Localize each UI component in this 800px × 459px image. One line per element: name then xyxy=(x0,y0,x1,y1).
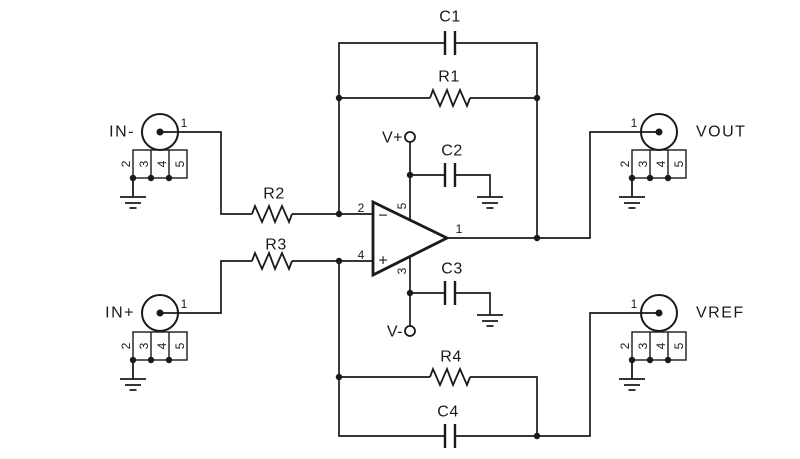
resistor-r1 xyxy=(429,87,471,109)
opamp-pin-inverting: 2 xyxy=(358,201,365,215)
wire-bottom-feedback xyxy=(338,261,659,437)
vout-pin1: 1 xyxy=(631,116,638,130)
label-vplus: V+ xyxy=(382,130,403,147)
junction-dot xyxy=(335,94,343,102)
junction-dot xyxy=(533,432,541,440)
pin-header-dividers xyxy=(150,150,170,178)
capacitor-c4 xyxy=(443,424,457,448)
label-vminus: V- xyxy=(387,324,403,341)
in-plus-pin1: 1 xyxy=(181,297,188,311)
wire-output xyxy=(447,131,659,239)
opamp-pin-output: 1 xyxy=(456,222,463,236)
terminal-vminus xyxy=(404,325,416,337)
opamp-triangle xyxy=(371,199,451,278)
opamp xyxy=(371,199,451,278)
junction-dot xyxy=(335,373,343,381)
junction-dot xyxy=(406,171,414,179)
pin-header-dividers xyxy=(649,332,669,360)
capacitor-c1 xyxy=(443,31,457,55)
junction-dot xyxy=(628,174,636,182)
label-r2: R2 xyxy=(263,186,284,203)
resistor-r4 xyxy=(429,366,471,388)
vref-pin1: 1 xyxy=(631,297,638,311)
power-terminals xyxy=(404,131,416,337)
label-c1: C1 xyxy=(439,9,460,26)
ground-icon-c3 xyxy=(477,314,503,327)
jack-center-pin xyxy=(655,128,663,136)
junction-dot xyxy=(165,174,173,182)
in-plus-shield-pin: 5 xyxy=(173,342,187,349)
junction-dot xyxy=(533,94,541,102)
jack-center-pin xyxy=(156,309,164,317)
in-minus-pin1: 1 xyxy=(181,116,188,130)
in-plus-shield-pin: 2 xyxy=(119,342,133,349)
in-minus-shield-pin: 3 xyxy=(137,160,151,167)
junction-dot xyxy=(406,289,414,297)
ground-icon xyxy=(619,178,645,209)
label-c3: C3 xyxy=(441,261,462,278)
ground-icon-c2 xyxy=(477,196,503,209)
jack-center-pin xyxy=(156,128,164,136)
ground-icon xyxy=(120,360,146,391)
label-vout: VOUT xyxy=(696,124,746,141)
opamp-inverting-sign: − xyxy=(378,208,387,225)
vout-shield-pin: 3 xyxy=(636,160,650,167)
label-r1: R1 xyxy=(438,69,459,86)
vref-shield-pin: 4 xyxy=(654,342,668,349)
wiring xyxy=(160,42,659,437)
passives xyxy=(251,31,503,448)
junction-dot xyxy=(646,356,654,364)
in-minus-shield-pin: 5 xyxy=(173,160,187,167)
junction-dot xyxy=(335,257,343,265)
vref-shield-pin: 3 xyxy=(636,342,650,349)
capacitor-c3 xyxy=(443,281,457,305)
label-in-minus: IN- xyxy=(109,124,135,141)
label-r3: R3 xyxy=(265,237,286,254)
opamp-pin-vplus: 5 xyxy=(395,202,409,209)
opamp-pin-vminus: 3 xyxy=(395,267,409,274)
label-c2: C2 xyxy=(441,143,462,160)
in-minus-shield-pin: 2 xyxy=(119,160,133,167)
junction-dot xyxy=(628,356,636,364)
vout-shield-pin: 4 xyxy=(654,160,668,167)
junction-dot xyxy=(165,356,173,364)
vout-shield-pin: 5 xyxy=(672,160,686,167)
wire-inputs xyxy=(160,131,373,314)
in-plus-shield-pin: 3 xyxy=(137,342,151,349)
junction-dot xyxy=(664,174,672,182)
label-vref: VREF xyxy=(696,305,745,322)
jack-center-pin xyxy=(655,309,663,317)
pin-header-dividers xyxy=(649,150,669,178)
in-minus-shield-pin: 4 xyxy=(155,160,169,167)
pin-header-dividers xyxy=(150,332,170,360)
label-in-plus: IN+ xyxy=(105,305,135,322)
label-r4: R4 xyxy=(440,349,461,366)
junction-dot xyxy=(335,210,343,218)
ground-icon xyxy=(619,360,645,391)
wire-top-feedback xyxy=(338,42,538,238)
in-plus-shield-pin: 4 xyxy=(155,342,169,349)
connector-vref xyxy=(619,294,687,391)
opamp-noninverting-sign: + xyxy=(378,253,387,270)
junctions xyxy=(156,94,663,440)
junction-dot xyxy=(646,174,654,182)
junction-dot xyxy=(129,356,137,364)
resistor-r3 xyxy=(251,250,293,272)
vref-shield-pin: 5 xyxy=(672,342,686,349)
opamp-pin-noninverting: 4 xyxy=(358,248,365,262)
junction-dot xyxy=(147,174,155,182)
junction-dot xyxy=(533,234,541,242)
junction-dot xyxy=(664,356,672,364)
label-c4: C4 xyxy=(437,404,458,421)
labels: C1 R1 C2 C3 R2 R3 R4 C4 V+ V- IN- IN+ VO… xyxy=(105,9,746,421)
junction-dot xyxy=(147,356,155,364)
vout-shield-pin: 2 xyxy=(618,160,632,167)
terminal-vplus xyxy=(404,131,416,143)
resistor-r2 xyxy=(251,203,293,225)
capacitor-c2 xyxy=(443,163,457,187)
vref-shield-pin: 2 xyxy=(618,342,632,349)
ground-icon xyxy=(120,178,146,209)
junction-dot xyxy=(129,174,137,182)
